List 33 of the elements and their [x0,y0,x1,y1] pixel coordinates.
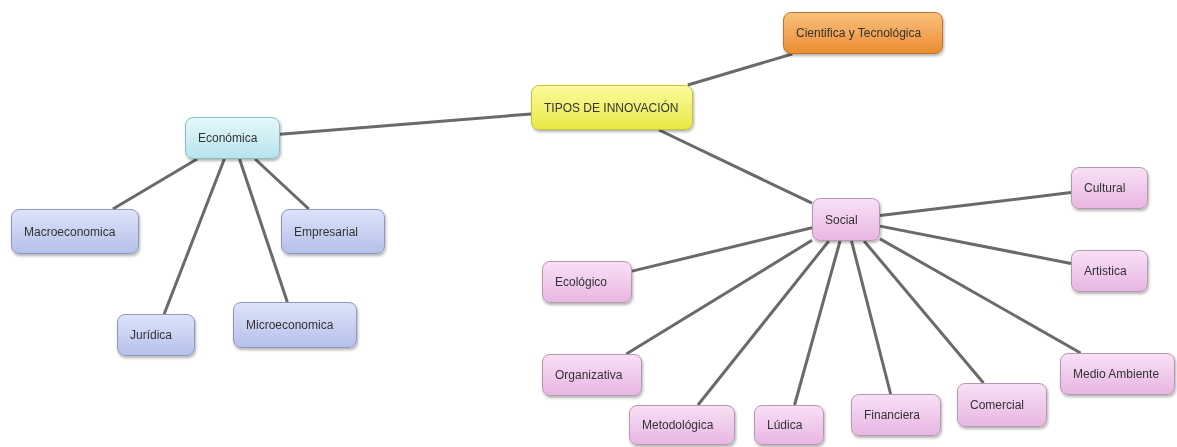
connector-line [793,240,842,406]
connector-line [879,237,1082,355]
concept-box: Cultural [1071,167,1148,209]
connector-line [696,240,830,406]
concept-box: TIPOS DE INNOVACIÓN [531,85,693,130]
concept-box: Artistica [1071,250,1148,292]
concept-box: Organizativa [542,354,642,396]
concept-box: Social [812,198,880,241]
concept-box: Financiera [851,394,941,436]
concept-box: Macroeconomica [11,209,139,254]
connector-line [112,157,198,211]
concept-box: Ecológico [542,261,632,303]
connector-line [279,112,532,136]
connector-line [625,239,813,356]
concept-box: Comercial [957,383,1047,427]
concept-box: Cientifica y Tecnológica [783,12,943,54]
connector-line [879,224,1072,265]
concept-box: Económica [185,117,280,159]
connector-line [238,158,289,303]
connector-line [162,158,226,315]
concept-box: Metodológica [629,405,735,445]
concept-box: Microeconomica [233,302,357,348]
concept-box: Empresarial [281,209,385,254]
connector-line [850,240,893,395]
concept-box: Jurídica [117,314,195,356]
concept-box: Medio Ambiente [1060,353,1175,395]
connector-line [254,157,310,211]
concept-box: Lúdica [754,405,824,445]
connector-line [687,52,793,87]
connector-line [862,240,985,384]
connector-line [631,226,813,273]
connector-line [658,128,813,205]
connector-line [879,191,1072,217]
